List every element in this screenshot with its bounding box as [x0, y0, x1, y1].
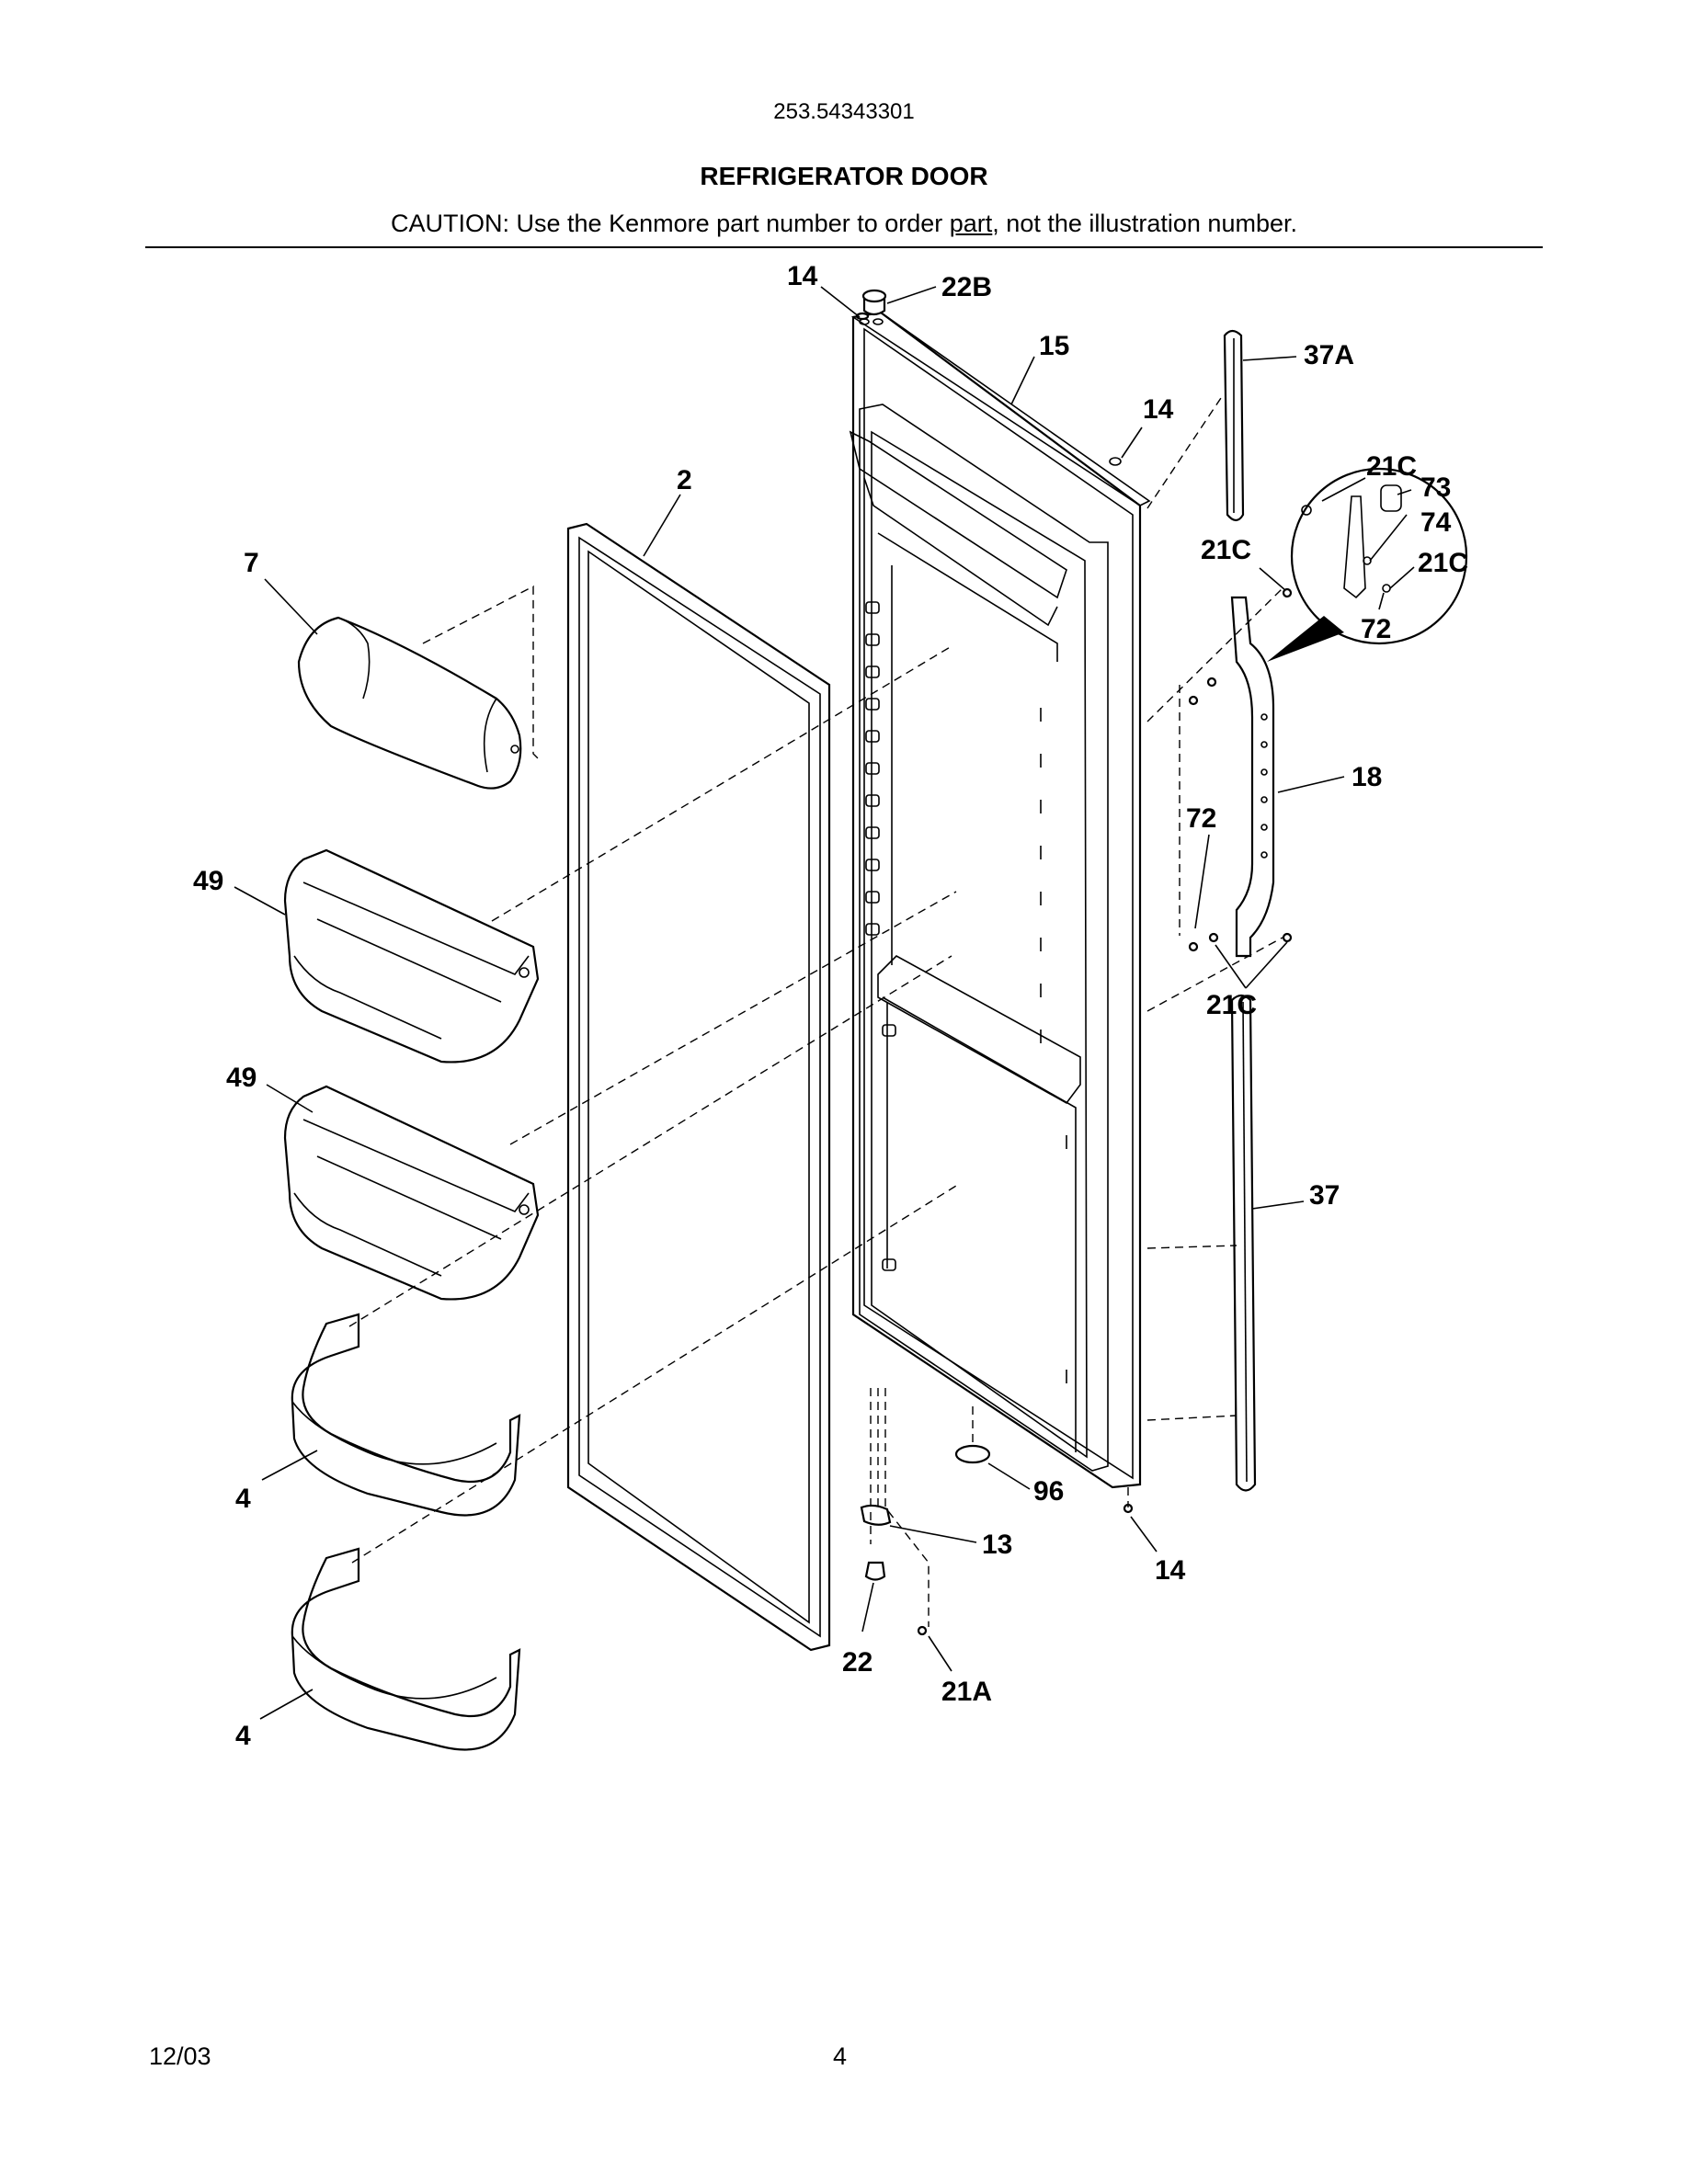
- bottom-hinge-parts: [860, 1444, 1134, 1636]
- callout-37: 37: [1309, 1180, 1340, 1211]
- callout-15: 15: [1039, 331, 1069, 361]
- handle-detail-inset: [1267, 467, 1468, 662]
- callout-73: 73: [1420, 472, 1451, 503]
- callout-2: 2: [677, 465, 692, 495]
- callout-4-lower: 4: [235, 1721, 251, 1751]
- callout-14-bottom: 14: [1155, 1555, 1186, 1586]
- callout-21C-detail-right: 21C: [1418, 548, 1468, 578]
- door-assembly: [849, 311, 1151, 1489]
- leader-lines: [234, 286, 1415, 1720]
- door-rail-studs: [865, 601, 1067, 1383]
- callout-14-top: 14: [787, 261, 818, 291]
- door-rack-upper: [291, 1313, 521, 1517]
- page-number: 4: [833, 2042, 848, 2070]
- footer-date: 12/03: [149, 2042, 211, 2070]
- callout-21C-upper: 21C: [1201, 535, 1251, 565]
- caution-text-end: , not the illustration number.: [992, 210, 1297, 237]
- door-rack-lower: [291, 1547, 521, 1751]
- door-bin-lower: [283, 1085, 540, 1301]
- header-divider: [145, 246, 1543, 248]
- dairy-door-bin: [297, 616, 522, 790]
- callout-13: 13: [982, 1530, 1012, 1560]
- callout-96: 96: [1033, 1476, 1064, 1507]
- callout-49-upper: 49: [193, 866, 223, 896]
- callout-37A: 37A: [1304, 340, 1354, 370]
- callout-7: 7: [244, 548, 259, 578]
- callout-labels: 14 22B 15 37A 14 2 7 21C 73 74 21C 72 21…: [193, 261, 1468, 1751]
- model-number: 253.54343301: [773, 99, 915, 124]
- callout-21C-detail-top: 21C: [1366, 451, 1417, 482]
- callout-21A: 21A: [941, 1677, 992, 1707]
- handle-fasteners: [1188, 587, 1293, 952]
- page-title: REFRIGERATOR DOOR: [700, 162, 988, 190]
- callout-22: 22: [842, 1647, 873, 1678]
- callout-21C-lower: 21C: [1206, 990, 1257, 1020]
- callout-72-detail: 72: [1361, 614, 1391, 644]
- door-handle: [1230, 596, 1275, 958]
- callout-4-upper: 4: [235, 1484, 251, 1514]
- callout-18: 18: [1352, 762, 1382, 792]
- callout-22B: 22B: [941, 272, 992, 302]
- alignment-lines: [348, 394, 1283, 1627]
- handle-trim-upper: [1223, 329, 1245, 522]
- callout-14-right: 14: [1143, 394, 1174, 425]
- door-gasket: [566, 522, 831, 1652]
- callout-49-lower: 49: [226, 1063, 257, 1093]
- top-hinge-bushing: [855, 289, 887, 321]
- caution-underlined-word: part: [949, 210, 993, 237]
- caution-note: CAUTION: Use the Kenmore part number to …: [0, 210, 1688, 238]
- callout-72: 72: [1186, 803, 1216, 834]
- callout-74: 74: [1420, 507, 1452, 538]
- caution-text-start: CAUTION: Use the Kenmore part number to …: [391, 210, 950, 237]
- door-bin-upper: [283, 848, 540, 1064]
- handle-trim-lower: [1230, 994, 1257, 1492]
